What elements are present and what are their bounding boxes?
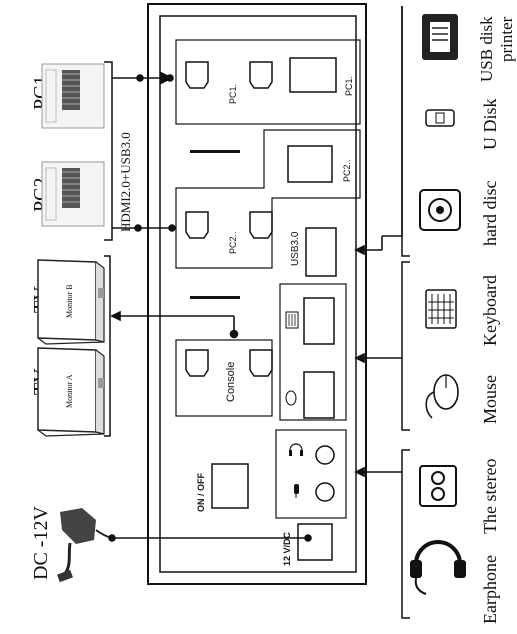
separator-bar-1: [190, 150, 240, 153]
usbdisk-label: USB disk: [477, 16, 496, 82]
printer-icon: [422, 14, 458, 60]
dc-power-port: [297, 523, 333, 561]
harddisc-label: hard disc: [480, 181, 500, 246]
km-bracket: [401, 261, 410, 431]
pc1-usb-text: PC1.: [344, 76, 354, 96]
pc2-usb-port: [287, 145, 333, 183]
mouse-label: Mouse: [480, 375, 500, 424]
hard-disc-icon: [419, 189, 461, 231]
dc-port-text: 12 V/DC: [282, 531, 292, 566]
pc-bracket: [104, 61, 113, 241]
headphone-small-icon: [289, 443, 303, 456]
monitor-a-icon: Monitor A: [37, 347, 105, 437]
pc2-usb-text: PC2..: [342, 159, 352, 182]
hdmi-usb-label: HDMI2.0+USB3.0: [118, 132, 133, 232]
printer-label: printer: [497, 16, 516, 62]
dc-label: DC -12V: [30, 506, 52, 580]
audio-bracket: [401, 449, 410, 619]
audio-port-block: [275, 429, 347, 519]
kvm-panel-outer: [147, 3, 367, 585]
console-port-block: Console: [175, 339, 273, 417]
headphone-icon: [410, 540, 466, 595]
usb3-port: [305, 227, 337, 277]
monitor-a-text: Monitor A: [65, 374, 74, 408]
console-text: Console: [225, 362, 237, 402]
stereo-label: The stereo: [480, 459, 500, 534]
mouse-icon: [425, 374, 459, 419]
pc1-tower-icon: [41, 63, 105, 129]
power-switch: [211, 463, 249, 509]
kvm-panel-inner: [159, 15, 357, 573]
tv-bracket: [104, 255, 111, 437]
pc1-port-block: PC1. PC1.: [175, 39, 361, 125]
pc2-hdmi-port-1: [185, 211, 209, 239]
monitor-b-icon: Monitor B: [37, 259, 105, 345]
udisk-label: U Disk: [480, 98, 500, 150]
usb3-text: USB3.0: [290, 231, 301, 266]
microphone-small-icon: [294, 484, 299, 498]
pc2-hdmi-text: PC2..: [228, 231, 238, 254]
u-disk-icon: [425, 109, 455, 127]
earphone-label: Earphone: [480, 555, 500, 624]
pc2-port-block: [175, 129, 361, 269]
mouse-small-icon: [285, 390, 297, 406]
monitor-b-text: Monitor B: [65, 284, 74, 318]
keyboard-small-icon: [285, 311, 299, 329]
usb-devices-bracket: [401, 6, 410, 257]
separator-bar-2: [190, 296, 240, 299]
stereo-speaker-icon: [419, 465, 457, 507]
keyboard-label: Keyboard: [480, 275, 500, 346]
power-adapter-icon: [57, 508, 113, 583]
pc2-hdmi-port-2: [249, 211, 273, 239]
on-off-text: ON / OFF: [196, 473, 206, 512]
km-port-block: [279, 283, 347, 421]
pc1-hdmi-text: PC1.: [228, 84, 238, 104]
pc2-tower-icon: [41, 161, 105, 227]
keyboard-icon: [425, 289, 457, 329]
connection-lines-right: [354, 6, 403, 478]
connection-lines-left: [108, 71, 312, 542]
